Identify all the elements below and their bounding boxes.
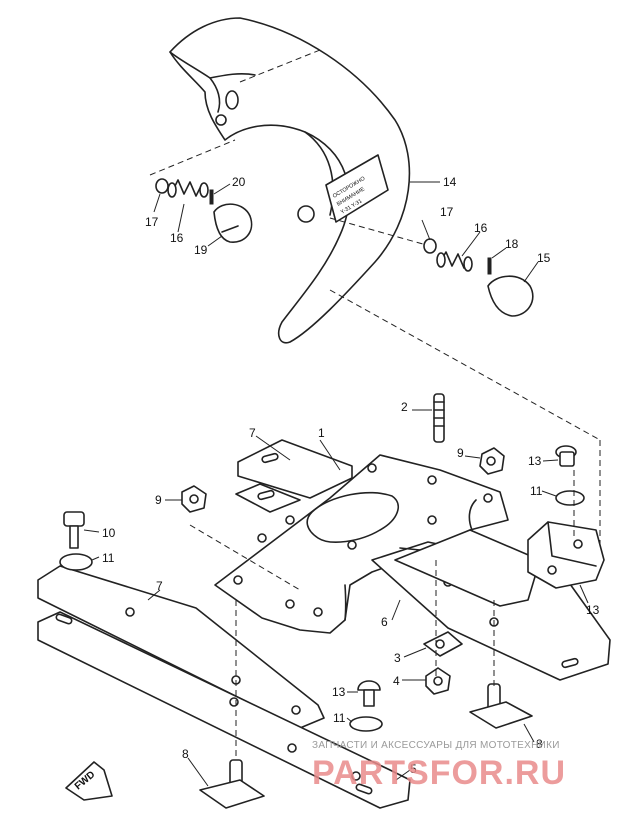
bolt-part-10	[63, 511, 85, 549]
nut-part-9-left	[181, 485, 207, 513]
callout-15: 15	[537, 251, 551, 265]
callout-10: 10	[102, 526, 116, 540]
bolt-part-13-upper	[555, 445, 577, 467]
callout-13c: 13	[332, 685, 346, 699]
knob-icon	[213, 203, 253, 243]
right-mount-hardware	[329, 217, 534, 317]
rubber-strip-part-7-lower	[37, 565, 325, 729]
callout-7b: 7	[156, 579, 163, 593]
callout-18: 18	[505, 237, 519, 251]
main-bracket-part-1	[214, 454, 509, 634]
forward-arrow-icon: FWD	[65, 761, 113, 801]
callout-16a: 16	[474, 221, 488, 235]
stud-plate-part-8-right	[469, 683, 533, 729]
pin-icon	[487, 257, 492, 275]
callout-9a: 9	[457, 446, 464, 460]
front-cowl-part-14: ОСТОРОЖНО ВНИМАНИЕ Y-31 Y-31	[169, 17, 411, 344]
callout-13a: 13	[528, 454, 542, 468]
stud-bolt-part-2	[433, 393, 445, 443]
callout-3: 3	[394, 651, 401, 665]
callout-1: 1	[318, 426, 325, 440]
knob-icon	[487, 275, 534, 317]
stud-plate-part-8-left	[199, 759, 265, 809]
callout-11b: 11	[102, 551, 115, 565]
rubber-strip-part-7-upper	[235, 439, 353, 513]
callout-13b: 13	[586, 603, 600, 617]
callout-labels: 1 2 3 4 5 6 6 7 7 8 8 9 9 10 11 11 11 13…	[102, 175, 600, 776]
callout-14: 14	[443, 175, 457, 189]
washer-part-11-left	[59, 553, 93, 571]
bolt-part-13-lower	[357, 680, 381, 707]
base-plate-part-5	[37, 611, 411, 809]
callout-8a: 8	[536, 737, 543, 751]
nut-part-4	[425, 667, 451, 695]
spring-icon	[167, 179, 209, 198]
watermark: ЗАПЧАСТИ И АКСЕССУАРЫ ДЛЯ МОТОТЕХНИКИ PA…	[312, 740, 566, 792]
washer-part-11-right	[555, 490, 585, 506]
left-mount-hardware	[149, 139, 253, 243]
callout-8b: 8	[182, 747, 189, 761]
callout-16b: 16	[170, 231, 184, 245]
callout-9b: 9	[155, 493, 162, 507]
callout-leaders	[83, 181, 589, 787]
clip-part-3	[423, 631, 463, 657]
callout-2: 2	[401, 400, 408, 414]
washer-icon	[423, 238, 437, 254]
callout-11c: 11	[333, 711, 346, 725]
watermark-tagline: ЗАПЧАСТИ И АКСЕССУАРЫ ДЛЯ МОТОТЕХНИКИ	[312, 740, 560, 751]
callout-7a: 7	[249, 426, 256, 440]
warning-plate: ОСТОРОЖНО ВНИМАНИЕ Y-31 Y-31	[325, 154, 389, 223]
callout-17b: 17	[145, 215, 159, 229]
callout-6a: 6	[381, 615, 388, 629]
callout-20: 20	[232, 175, 246, 189]
callout-5: 5	[410, 762, 417, 776]
callout-17a: 17	[440, 205, 454, 219]
callout-4: 4	[393, 674, 400, 688]
watermark-brand: PARTSFOR.RU	[312, 754, 566, 792]
spring-icon	[436, 251, 473, 272]
nut-part-9-right	[479, 447, 505, 475]
side-bracket-part-13	[527, 521, 605, 589]
washer-icon	[155, 178, 169, 194]
callout-11a: 11	[530, 484, 543, 498]
washer-part-11-lower	[349, 716, 383, 732]
pin-icon	[209, 189, 214, 205]
callout-19: 19	[194, 243, 208, 257]
